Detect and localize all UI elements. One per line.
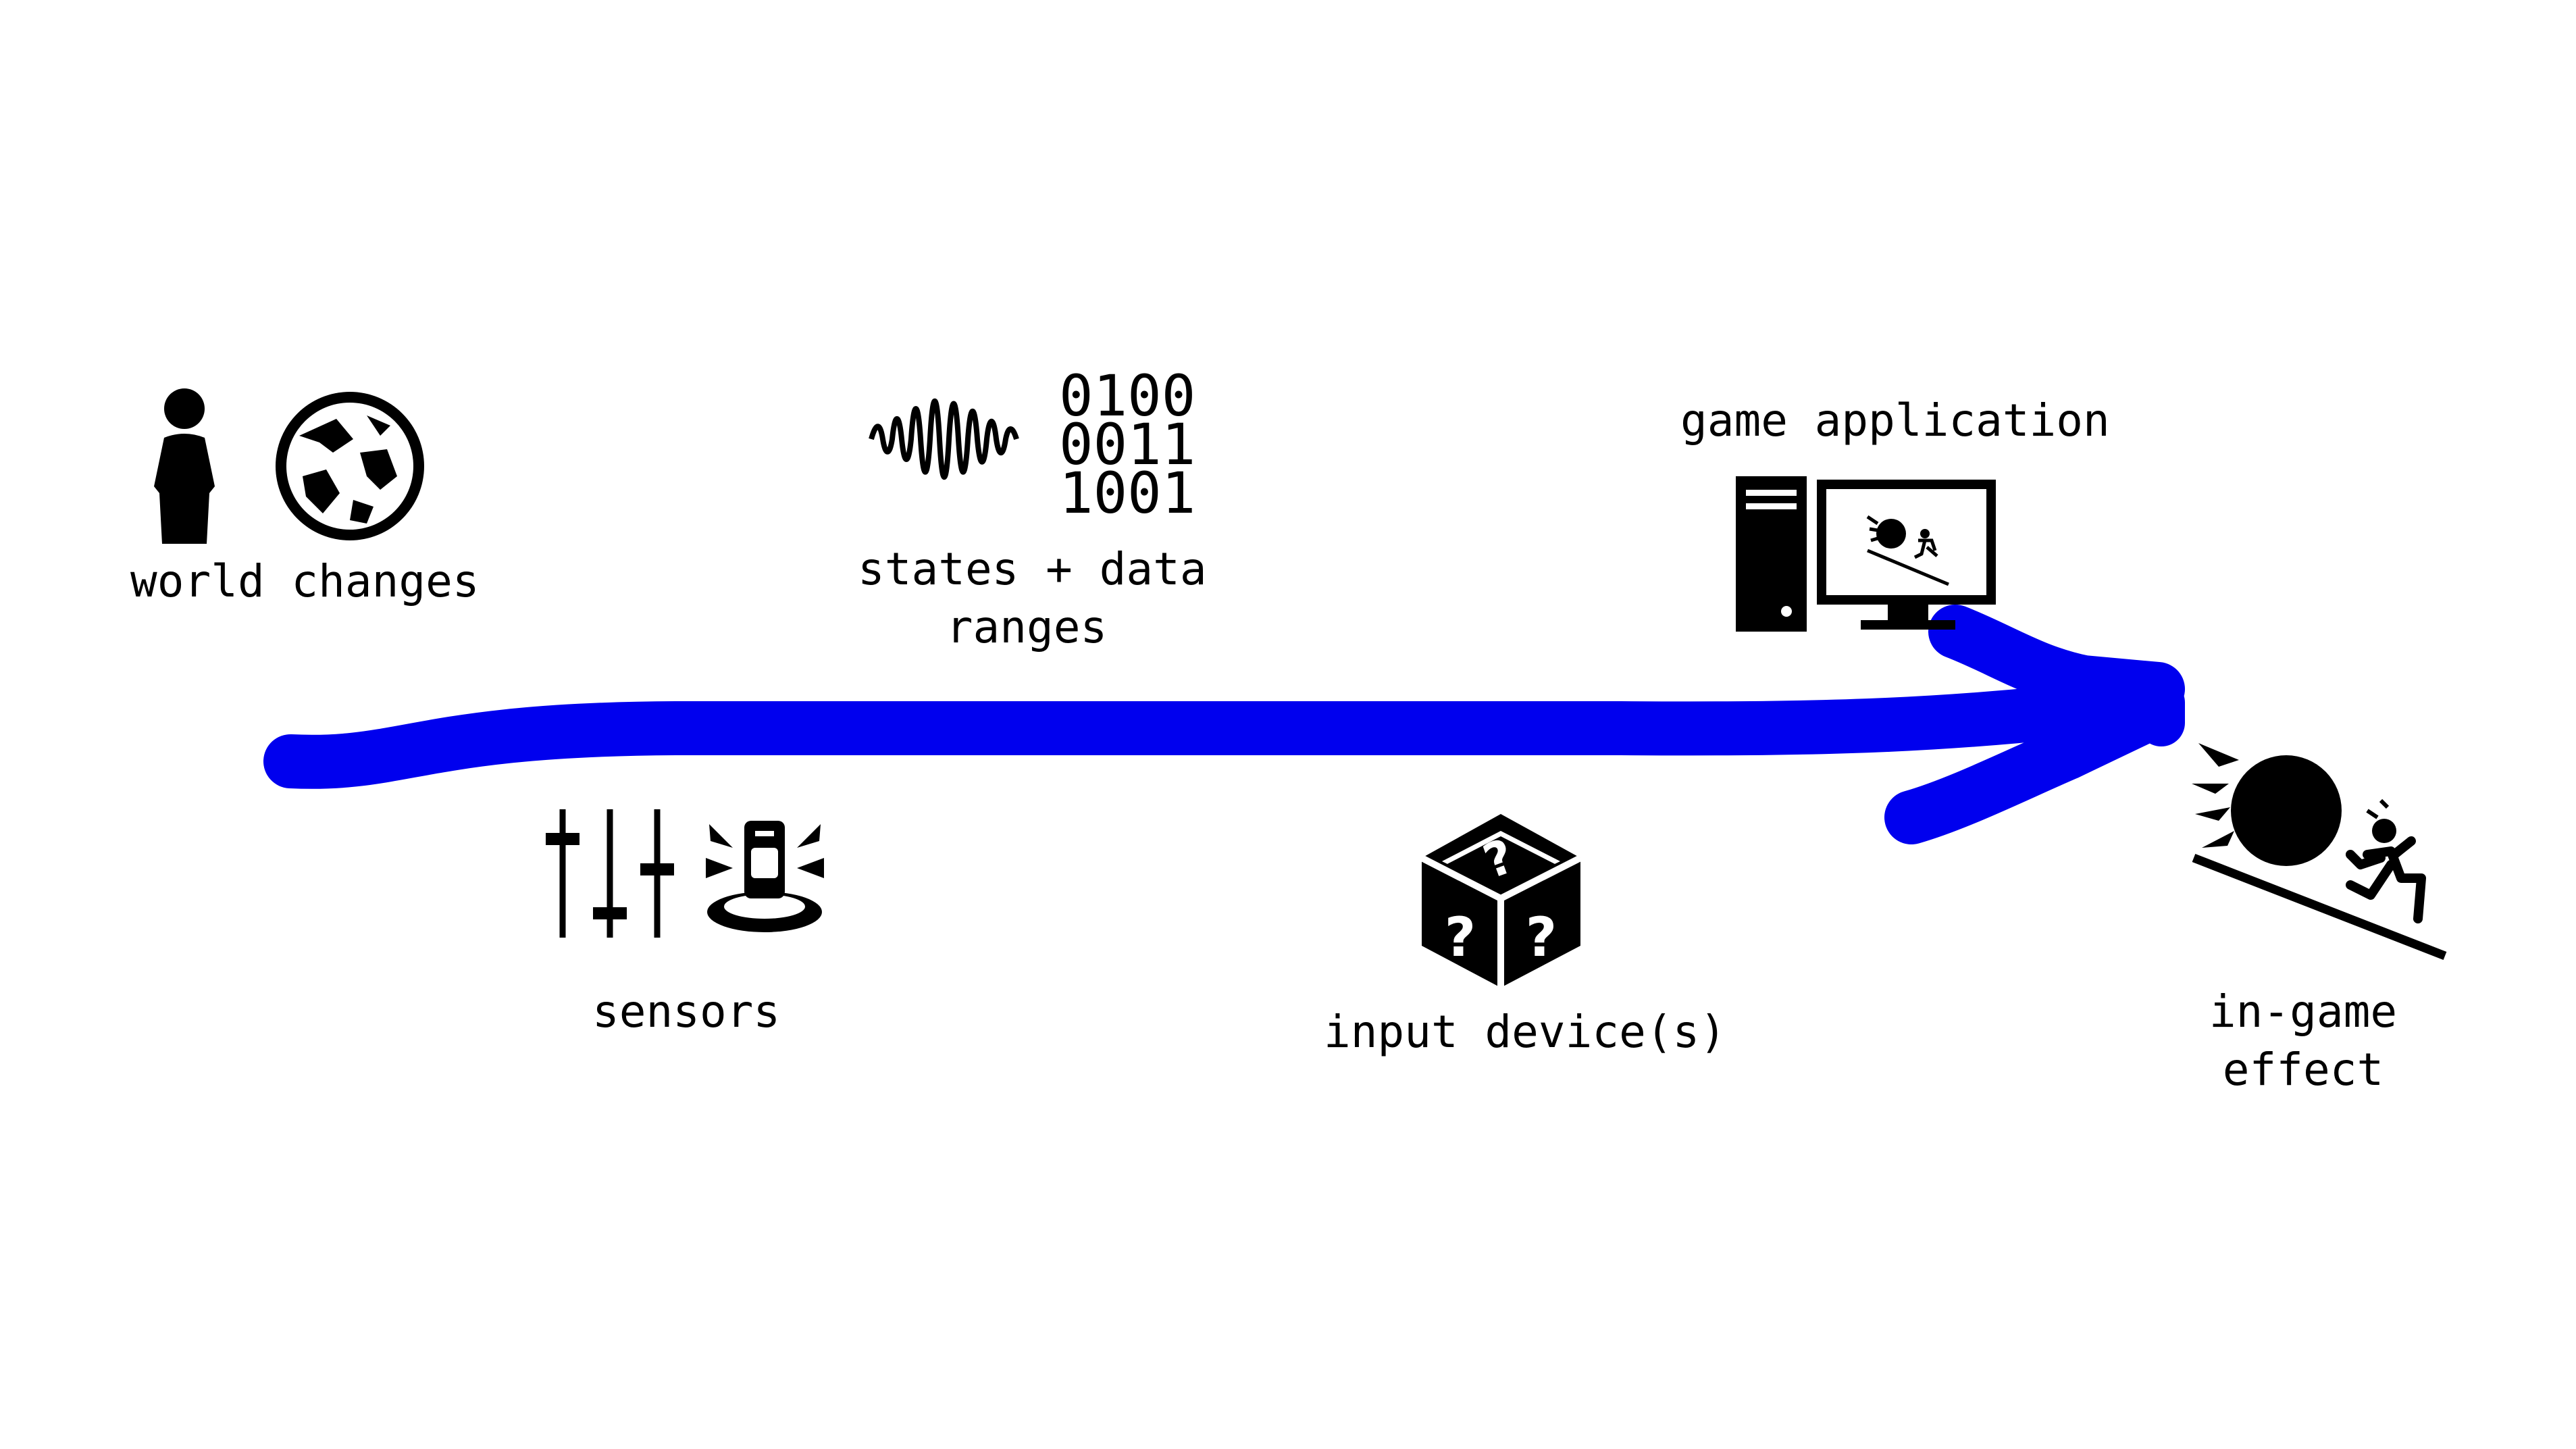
in-game-effect-label: in-game effect xyxy=(2182,983,2425,1099)
states-data-line-2: ranges xyxy=(946,601,1108,653)
globe-icon xyxy=(276,392,424,540)
sensors-label: sensors xyxy=(592,986,781,1038)
states-data-line-1: states + data xyxy=(858,543,1207,595)
arrow-shaft xyxy=(263,676,2168,789)
person-icon xyxy=(154,388,215,544)
binary-row: 0011 xyxy=(1059,411,1196,478)
states-data-label: states + data ranges xyxy=(858,540,1207,657)
mystery-dice-icon: ? ? ? xyxy=(1420,814,1582,988)
input-devices-label: input device(s) xyxy=(1324,1006,1727,1058)
waveform-icon xyxy=(869,399,1019,480)
arrow-head-lower xyxy=(1884,689,2171,844)
rolling-boulder-icon xyxy=(2192,743,2447,961)
arrow-tip xyxy=(2090,669,2185,746)
sliders-icon xyxy=(546,809,674,938)
in-game-line-1: in-game xyxy=(2209,986,2398,1038)
svg-text:?: ? xyxy=(1445,906,1476,969)
motion-sensor-icon xyxy=(706,821,824,932)
computer-icon xyxy=(1736,476,1996,632)
in-game-line-2: effect xyxy=(2222,1043,2384,1096)
svg-text:?: ? xyxy=(1526,906,1557,969)
binary-row: 1001 xyxy=(1059,460,1196,526)
game-application-label: game application xyxy=(1680,395,2110,447)
binary-row: 0100 xyxy=(1059,363,1196,429)
world-changes-label: world changes xyxy=(130,555,480,607)
arrow-head-upper xyxy=(1928,605,2185,716)
